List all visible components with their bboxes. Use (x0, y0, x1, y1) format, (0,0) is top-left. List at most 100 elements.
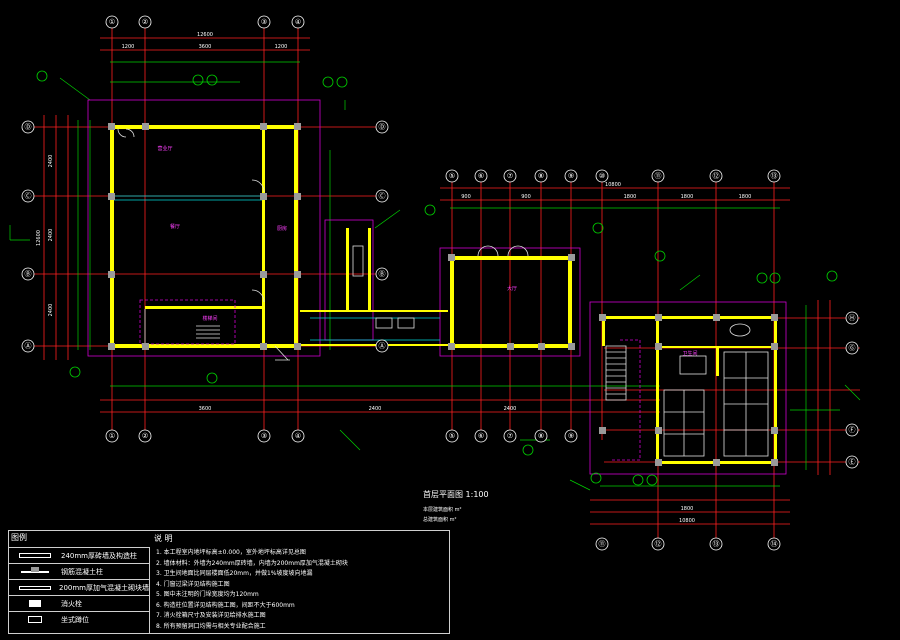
legend-header: 图例 (11, 533, 27, 542)
axis-label: ① (109, 18, 115, 26)
dimension-ticks (9, 61, 861, 491)
legend-item: 200mm厚加气混凝土砌块墙 (9, 579, 149, 595)
axis-label: ⑫ (655, 540, 662, 548)
axis-label: Ⓑ (379, 270, 386, 278)
dimension-text: 1800 (739, 194, 752, 200)
note-item: 6. 构造柱位置详见结构施工图，间距不大于600mm (156, 601, 295, 609)
dimension-text: 2400 (48, 304, 54, 317)
axis-bubbles-top-left: ① ② ③ ④ (105, 15, 305, 29)
dimension-text: 2400 (48, 155, 54, 168)
axis-label: ⑦ (507, 172, 513, 180)
note-item: 1. 本工程室内地坪标高±0.000，室外地坪标高详见总图 (156, 549, 306, 556)
notes-title: 说 明 (154, 534, 173, 543)
axis-label: ⑭ (771, 540, 778, 548)
axis-label: ④ (295, 18, 301, 26)
dimension-text: 12600 (36, 230, 42, 246)
toilet-symbol (9, 612, 61, 628)
stair-symbol (196, 325, 220, 339)
axis-label: ⑨ (568, 172, 574, 180)
toilet-stalls (663, 323, 769, 457)
note-item: 7. 消火栓箱尺寸及安装详见给排水施工图 (156, 612, 266, 619)
axis-lines (30, 28, 860, 545)
axis-label: ⑪ (655, 172, 662, 180)
building-outline (87, 99, 787, 475)
dimension-text: 1800 (624, 194, 637, 200)
note-item: 8. 所有预留洞口均需与相关专业配合施工 (156, 622, 266, 630)
hydrant-symbol (9, 596, 61, 612)
dimension-text: 1200 (122, 44, 135, 50)
note-item: 4. 门窗过梁详见结构施工图 (156, 580, 230, 588)
axis-label: Ⓕ (849, 426, 856, 434)
dimension-text: 1800 (681, 506, 694, 512)
axis-label: ⑫ (713, 172, 720, 180)
room-label-kitchen: 厨房 (277, 225, 287, 232)
axis-label: ⑨ (568, 432, 574, 440)
legend-item-label: 消火栓 (61, 599, 82, 608)
axis-label: ⑦ (507, 432, 513, 440)
note-item: 2. 墙体材料：外墙为240mm厚砖墙，内墙为200mm厚加气混凝土砌块 (156, 559, 348, 567)
axis-label: Ⓑ (25, 270, 32, 278)
legend-item: 坐式蹲位 (9, 611, 149, 627)
dimension-text: 10800 (605, 182, 621, 188)
axis-bubbles-top-right: ⑤ ⑥ ⑦ ⑧ ⑨ ⑩ ⑪ ⑫ ⑬ (445, 169, 781, 183)
room-label-hall-lower: 餐厅 (170, 223, 180, 230)
axis-label: ④ (295, 432, 301, 440)
wall-240-symbol (9, 548, 61, 564)
axis-label: Ⓗ (849, 314, 856, 322)
axis-label: Ⓐ (379, 342, 386, 350)
axis-label: Ⓒ (25, 192, 32, 200)
axis-label: Ⓓ (25, 123, 32, 131)
dimension-text: 12600 (197, 32, 213, 38)
plan-area-2: 总建筑面积 m² (423, 517, 457, 523)
legend-item-label: 坐式蹲位 (61, 615, 89, 624)
axis-label: ③ (261, 432, 267, 440)
axis-label: Ⓖ (849, 344, 856, 352)
axis-label: ⑤ (449, 432, 455, 440)
axis-label: Ⓐ (25, 342, 32, 350)
axis-label: Ⓒ (379, 192, 386, 200)
axis-label: ① (109, 432, 115, 440)
wall-200-symbol (9, 580, 59, 596)
dimension-text: 900 (521, 194, 531, 200)
axis-label: Ⓓ (379, 123, 386, 131)
legend-item: 240mm厚砖墙及构造柱 (9, 547, 149, 563)
axis-label: ⑧ (538, 432, 544, 440)
legend-item-label: 200mm厚加气混凝土砌块墙 (59, 583, 149, 592)
dimension-text: 3600 (199, 44, 212, 50)
axis-label: ⑩ (599, 172, 605, 180)
dimension-text: 1200 (275, 44, 288, 50)
dimension-text: 2400 (369, 406, 382, 412)
room-labels: 营业厅 餐厅 厨房 大厅 卫生间 楼梯间 (157, 145, 697, 357)
plan-area-1: 本层建筑面积 m² (423, 507, 462, 513)
room-label-stair: 楼梯间 (202, 315, 217, 322)
plan-title: 首层平面图 1:100 (423, 490, 489, 499)
legend-item-label: 钢筋混凝土柱 (61, 567, 103, 576)
dimension-text: 3600 (199, 406, 212, 412)
axis-label: ⑥ (478, 432, 484, 440)
axis-label: ② (142, 18, 148, 26)
left-building-walls (110, 125, 298, 361)
right-stair (605, 339, 641, 461)
axis-label: ⑥ (478, 172, 484, 180)
room-label-toilet: 卫生间 (682, 350, 697, 357)
legend-panel: 图例 240mm厚砖墙及构造柱 钢筋混凝土柱 200mm厚加气混凝土砌块墙 (8, 530, 450, 634)
dimension-labels: 12600 1200 3600 1200 10800 900 900 1800 … (36, 32, 751, 524)
column-symbol (9, 564, 61, 580)
axis-label: ⑪ (599, 540, 606, 548)
room-label-center: 大厅 (507, 285, 517, 292)
axis-label: Ⓔ (849, 458, 856, 466)
corridor-walls (300, 228, 448, 346)
dimension-text: 2400 (504, 406, 517, 412)
columns (108, 123, 778, 466)
axis-bubbles-bottom-right: ⑪ ⑫ ⑬ ⑭ (595, 537, 781, 551)
legend-item-label: 240mm厚砖墙及构造柱 (61, 551, 137, 560)
legend-item: 钢筋混凝土柱 (9, 563, 149, 579)
axis-label: ⑤ (449, 172, 455, 180)
axis-bubbles-bottom-middle: ⑤ ⑥ ⑦ ⑧ ⑨ (445, 429, 578, 443)
axis-label: ⑬ (713, 540, 720, 548)
legend-list: 240mm厚砖墙及构造柱 钢筋混凝土柱 200mm厚加气混凝土砌块墙 消火栓 (9, 547, 149, 627)
dimension-text: 1800 (681, 194, 694, 200)
center-building-walls (450, 245, 572, 348)
axis-label: ② (142, 432, 148, 440)
